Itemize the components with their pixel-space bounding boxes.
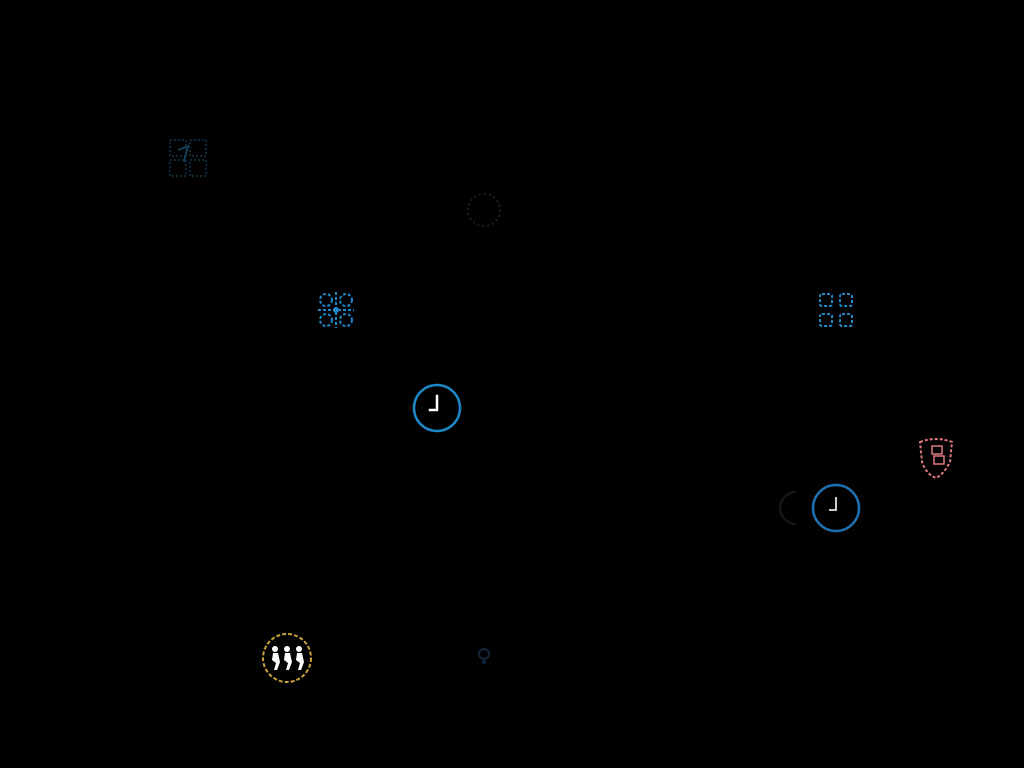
runners-group-icon[interactable] <box>261 632 313 684</box>
pink-shield-icon[interactable] <box>910 432 962 484</box>
clock-icon[interactable] <box>411 382 463 434</box>
blue-grid-pattern-icon[interactable] <box>810 284 862 336</box>
faint-ring-icon[interactable] <box>458 184 510 236</box>
dim-clock-icon[interactable] <box>810 482 862 534</box>
blue-cross-pattern-icon[interactable] <box>310 284 362 336</box>
faint-crescent-icon[interactable] <box>764 482 816 534</box>
faint-blue-grid-icon[interactable] <box>164 132 216 184</box>
faint-small-dot-icon[interactable] <box>458 630 510 682</box>
